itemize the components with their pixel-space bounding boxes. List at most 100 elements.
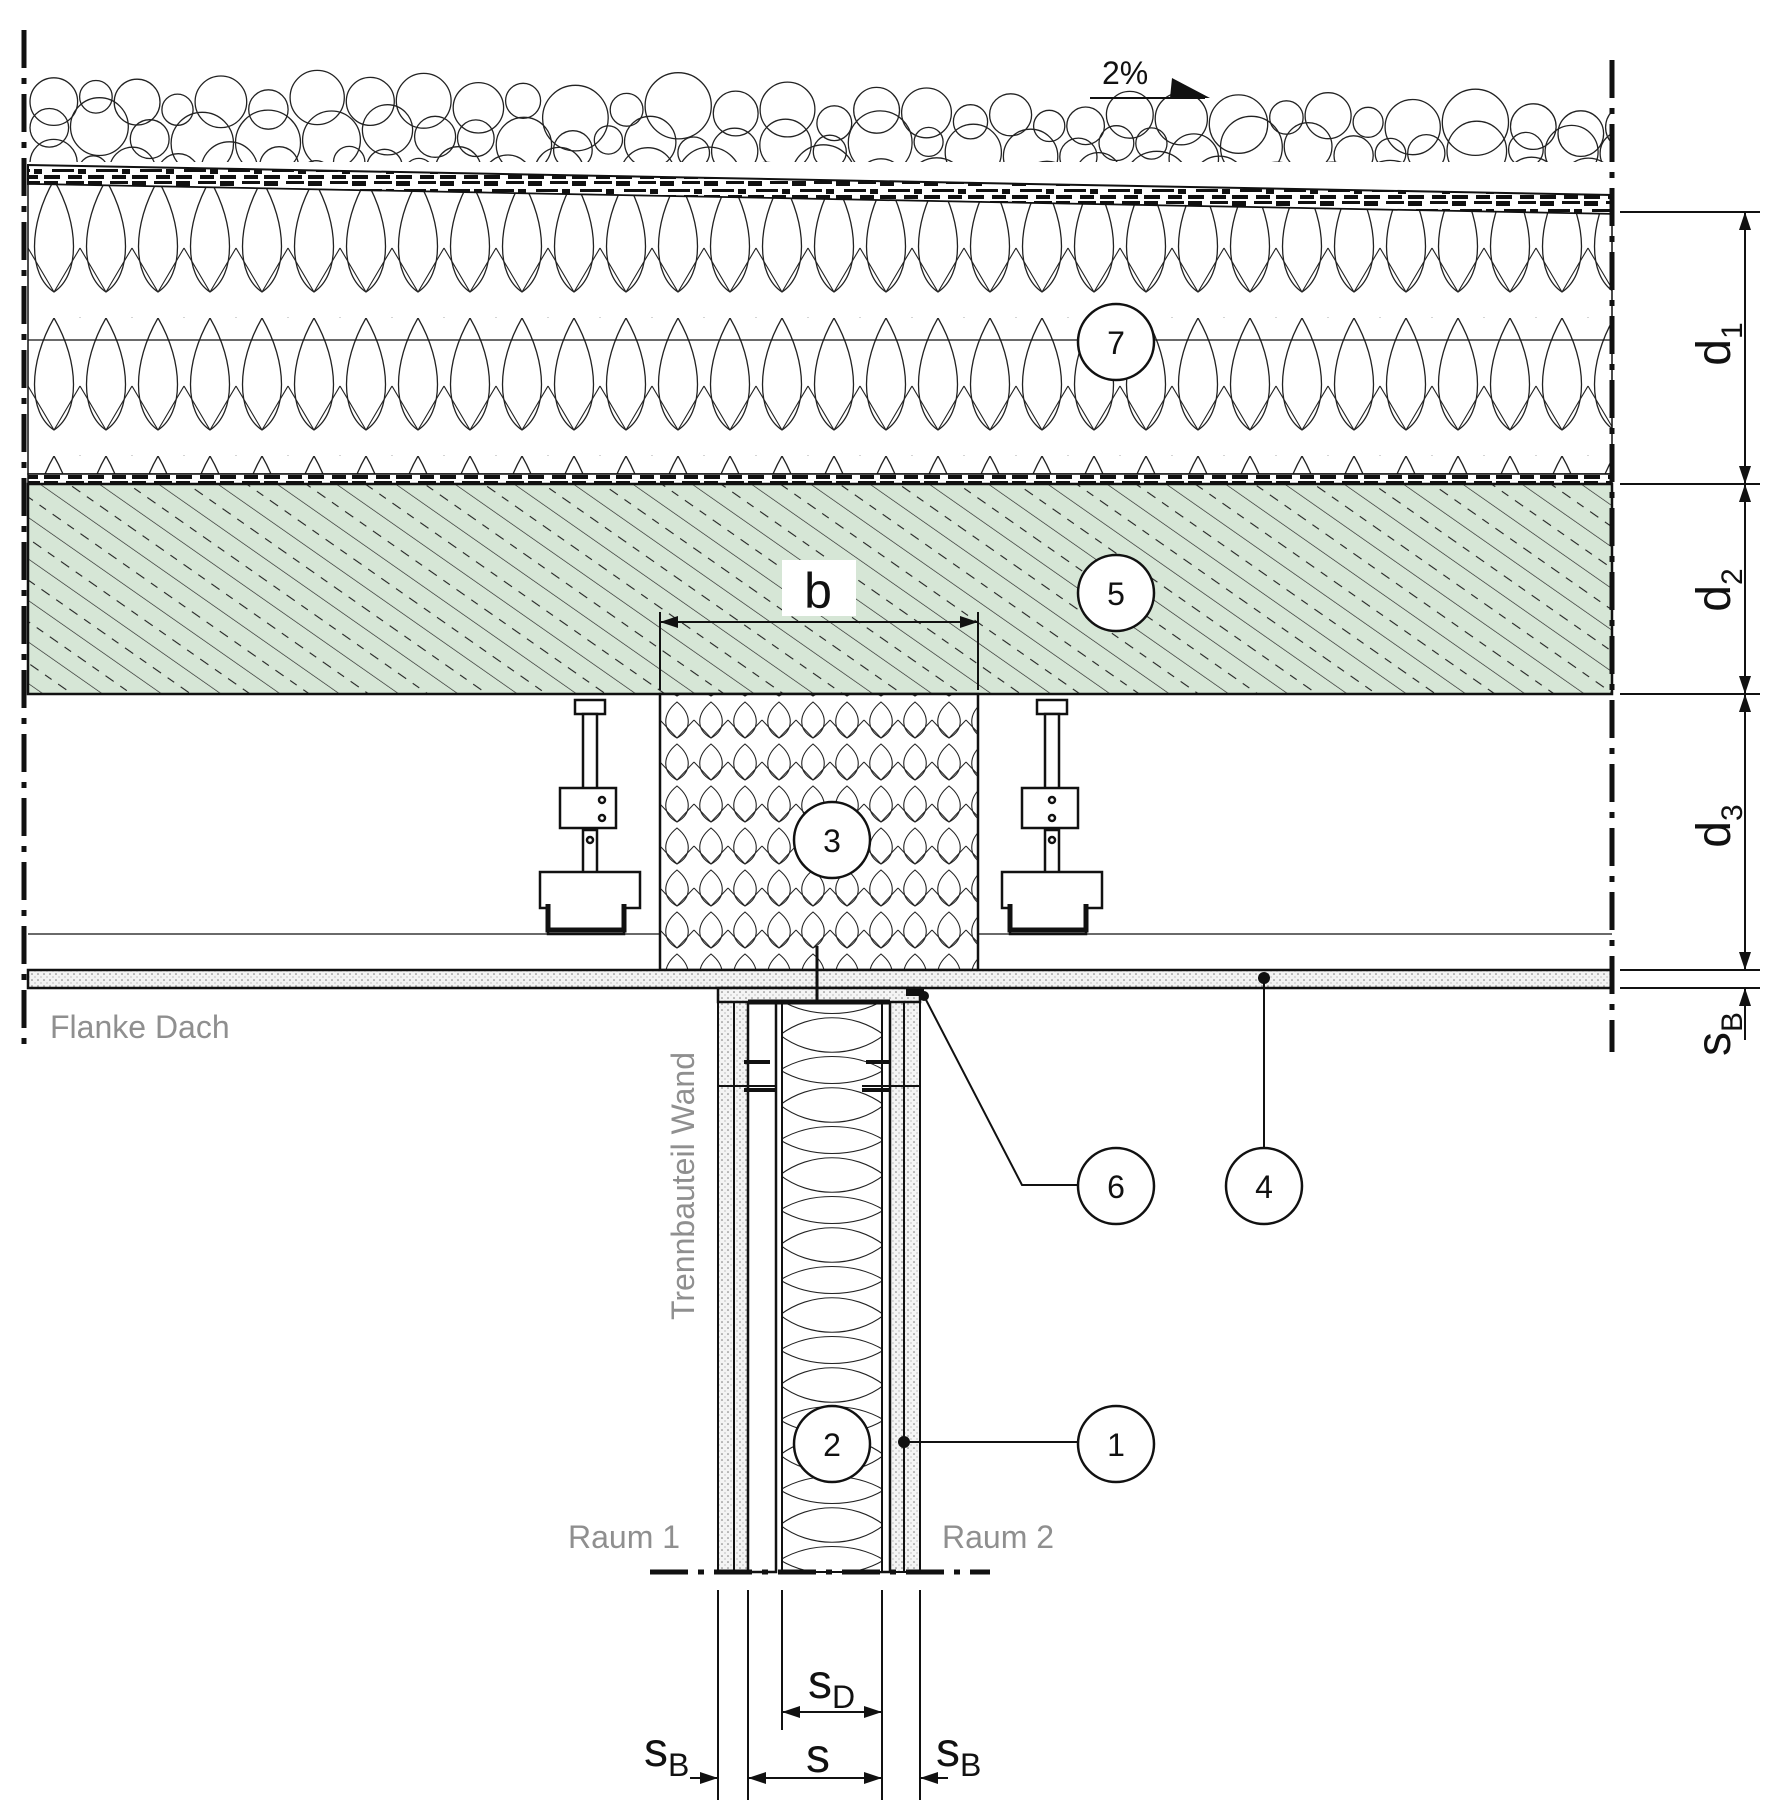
svg-text:4: 4 <box>1255 1169 1273 1205</box>
dim-d1-label: d1 <box>1688 322 1749 365</box>
gravel-stone <box>944 123 1003 162</box>
gravel-stone <box>900 87 953 139</box>
leader-lines <box>904 978 1265 1443</box>
separating-wall-label: Trennbauteil Wand <box>665 1052 701 1320</box>
gravel-stone <box>413 115 457 158</box>
gravel-stone <box>541 84 609 152</box>
gravel-stone <box>593 125 624 155</box>
gravel-stone <box>609 92 644 127</box>
dim-sB-right-label: sB <box>1688 1012 1749 1056</box>
gravel-stone <box>200 141 259 162</box>
ceiling-hanger-right <box>1000 698 1104 936</box>
gravel-stone <box>1446 120 1508 162</box>
callout-5: 5 <box>1076 553 1156 633</box>
gravel-stone <box>161 93 194 126</box>
gravel-stone <box>29 138 78 162</box>
gravel-stone <box>1407 133 1446 162</box>
gravel-stone <box>495 116 553 162</box>
svg-text:d1: d1 <box>1688 322 1749 365</box>
gravel-stone <box>1098 125 1135 162</box>
gravel-stone <box>1066 106 1106 146</box>
gravel-stone <box>1557 110 1605 158</box>
gravel-stone <box>1075 151 1122 162</box>
leader-dots <box>898 972 1270 1448</box>
svg-text:2: 2 <box>823 1427 841 1463</box>
callout-4: 4 <box>1224 1146 1304 1226</box>
gravel-stone <box>361 104 414 156</box>
callout-6: 6 <box>1076 1146 1156 1226</box>
gravel-stone <box>248 89 289 130</box>
gravel-stone <box>1352 106 1384 138</box>
svg-text:7: 7 <box>1107 325 1125 361</box>
gravel-stone <box>552 130 593 162</box>
gravel-stone <box>816 105 853 142</box>
gravel-stone <box>504 82 542 119</box>
gravel-stone <box>812 134 847 162</box>
gravel-stone <box>619 147 676 162</box>
gravel-stone <box>1208 94 1269 154</box>
dim-b-label: b <box>804 563 832 619</box>
gravel-stone <box>69 97 129 157</box>
gravel-stone <box>259 146 300 162</box>
dim-sD-label: sD <box>808 1656 855 1715</box>
callout-7: 7 <box>1076 302 1156 382</box>
callout-3: 3 <box>792 800 872 880</box>
gravel-stone <box>847 110 913 162</box>
gravel-stone <box>1122 150 1191 162</box>
b-label-bg <box>782 560 856 616</box>
svg-text:3: 3 <box>823 823 841 859</box>
gravel-stone <box>710 127 759 162</box>
gravel-layer <box>29 69 1612 162</box>
gravel-stone <box>170 111 235 162</box>
gravel-stone <box>988 93 1033 137</box>
section-boundaries <box>21 30 1615 1575</box>
gravel-stone <box>434 146 482 162</box>
gravel-stone <box>1168 133 1220 162</box>
svg-text:sB: sB <box>1688 1012 1749 1056</box>
dim-sB-bottom-right-label: sB <box>936 1724 981 1783</box>
gravel-stone <box>533 146 585 162</box>
svg-text:d3: d3 <box>1688 804 1749 847</box>
gravel-stone <box>78 155 109 162</box>
gravel-stone <box>906 157 968 162</box>
gravel-stone <box>234 109 302 162</box>
gravel-stone <box>108 146 157 162</box>
gravel-stone <box>676 146 742 162</box>
gravel-stone <box>712 90 759 137</box>
gravel-stone <box>759 81 816 138</box>
gravel-stone <box>78 79 113 114</box>
gravel-stone <box>482 154 534 162</box>
svg-text:6: 6 <box>1107 1169 1125 1205</box>
gravel-stone <box>156 153 200 162</box>
thermal-insulation <box>27 183 1613 475</box>
gravel-stone <box>1019 160 1075 162</box>
gravel-stone <box>1191 155 1247 162</box>
gravel-stone <box>1503 156 1560 162</box>
gravel-stone <box>952 104 989 140</box>
room1-label: Raum 1 <box>568 1519 680 1555</box>
gravel-stone <box>301 110 362 162</box>
gravel-stone <box>332 145 366 162</box>
gravel-stone <box>1002 128 1059 162</box>
dim-s-label: s <box>806 1730 830 1783</box>
gravel-stone <box>644 72 712 140</box>
gravel-stone <box>1304 92 1352 140</box>
gravel-stone <box>1599 130 1612 162</box>
gravel-stone <box>1135 127 1168 160</box>
gravel-stone <box>623 115 677 162</box>
room2-label: Raum 2 <box>942 1519 1054 1555</box>
svg-text:5: 5 <box>1107 576 1125 612</box>
gravel-stone <box>1333 135 1374 162</box>
gravel-stone <box>452 81 505 134</box>
gravel-stone <box>1269 100 1304 135</box>
gravel-stone <box>345 76 395 127</box>
dim-d3-label: d3 <box>1688 804 1749 847</box>
gravel-stone <box>1604 103 1612 151</box>
slope-arrow-icon <box>1170 78 1210 98</box>
gravel-stone <box>1509 103 1557 151</box>
gravel-stone <box>289 69 345 126</box>
gravel-stone <box>194 75 248 129</box>
gravel-stone <box>1560 157 1612 162</box>
